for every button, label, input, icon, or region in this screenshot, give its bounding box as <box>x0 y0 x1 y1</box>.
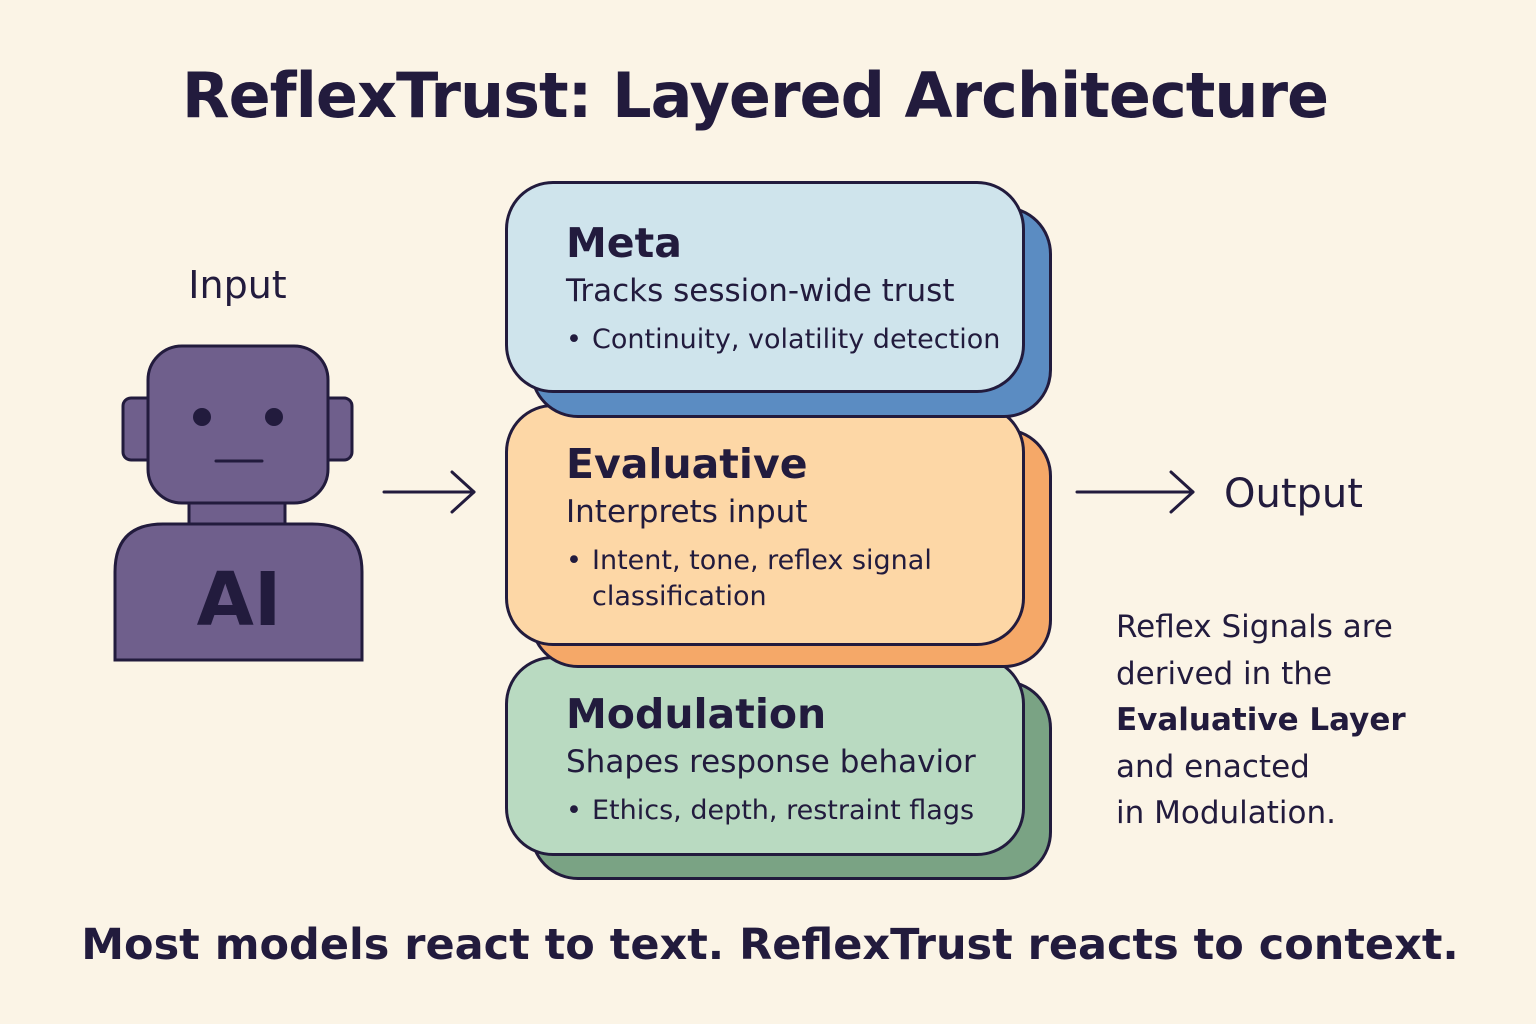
meta-bullet: Continuity, volatility detection <box>592 324 1001 355</box>
meta-title: Meta <box>566 219 682 267</box>
arrow-right-icon <box>1075 470 1195 514</box>
input-label: Input <box>188 263 287 307</box>
modulation-title: Modulation <box>566 690 827 738</box>
bullet-dot: • <box>566 545 582 576</box>
reflex-signals-note: Reflex Signals are derived in the Evalua… <box>1116 604 1456 837</box>
modulation-layer: Modulation Shapes response behavior • Et… <box>505 656 1025 856</box>
note-line: derived in the <box>1116 655 1333 692</box>
meta-description: Tracks session-wide trust <box>566 273 955 309</box>
evaluative-bullet: Intent, tone, reflex signal classificati… <box>592 545 932 612</box>
arrow-right-icon <box>382 470 476 514</box>
robot-icon <box>113 344 364 662</box>
note-line: Reflex Signals are <box>1116 609 1393 645</box>
modulation-bullet: Ethics, depth, restraint flags <box>592 795 975 826</box>
output-label: Output <box>1224 471 1363 517</box>
note-line: in Modulation. <box>1116 795 1336 831</box>
evaluative-title: Evaluative <box>566 440 808 488</box>
page-title: ReflexTrust: Layered Architecture <box>181 59 1329 132</box>
bullet-dot: • <box>566 324 582 355</box>
bullet-dot: • <box>566 795 582 826</box>
robot-label: AI <box>196 557 282 643</box>
evaluative-layer: Evaluative Interprets input • Intent, to… <box>505 404 1025 646</box>
evaluative-description: Interprets input <box>566 494 808 530</box>
modulation-description: Shapes response behavior <box>566 744 976 780</box>
note-emphasis: Evaluative Layer <box>1116 702 1406 738</box>
meta-layer: Meta Tracks session-wide trust • Continu… <box>505 181 1025 393</box>
tagline: Most models react to text. ReflexTrust r… <box>81 920 1459 970</box>
note-line: and enacted <box>1116 748 1310 785</box>
